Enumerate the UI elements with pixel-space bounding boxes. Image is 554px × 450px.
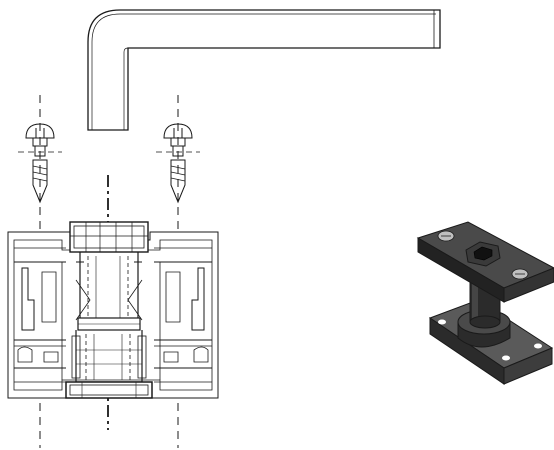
plate-screw-left xyxy=(437,230,455,242)
frame-profile-section xyxy=(7,231,219,399)
spindle-coupling-assembly xyxy=(65,221,153,399)
handle-lever xyxy=(87,9,441,131)
screw-right xyxy=(156,123,200,204)
coupling-block-3d xyxy=(416,221,554,385)
screw-left xyxy=(18,123,62,204)
hex-socket xyxy=(473,246,493,261)
plate-screw-right xyxy=(511,268,529,280)
